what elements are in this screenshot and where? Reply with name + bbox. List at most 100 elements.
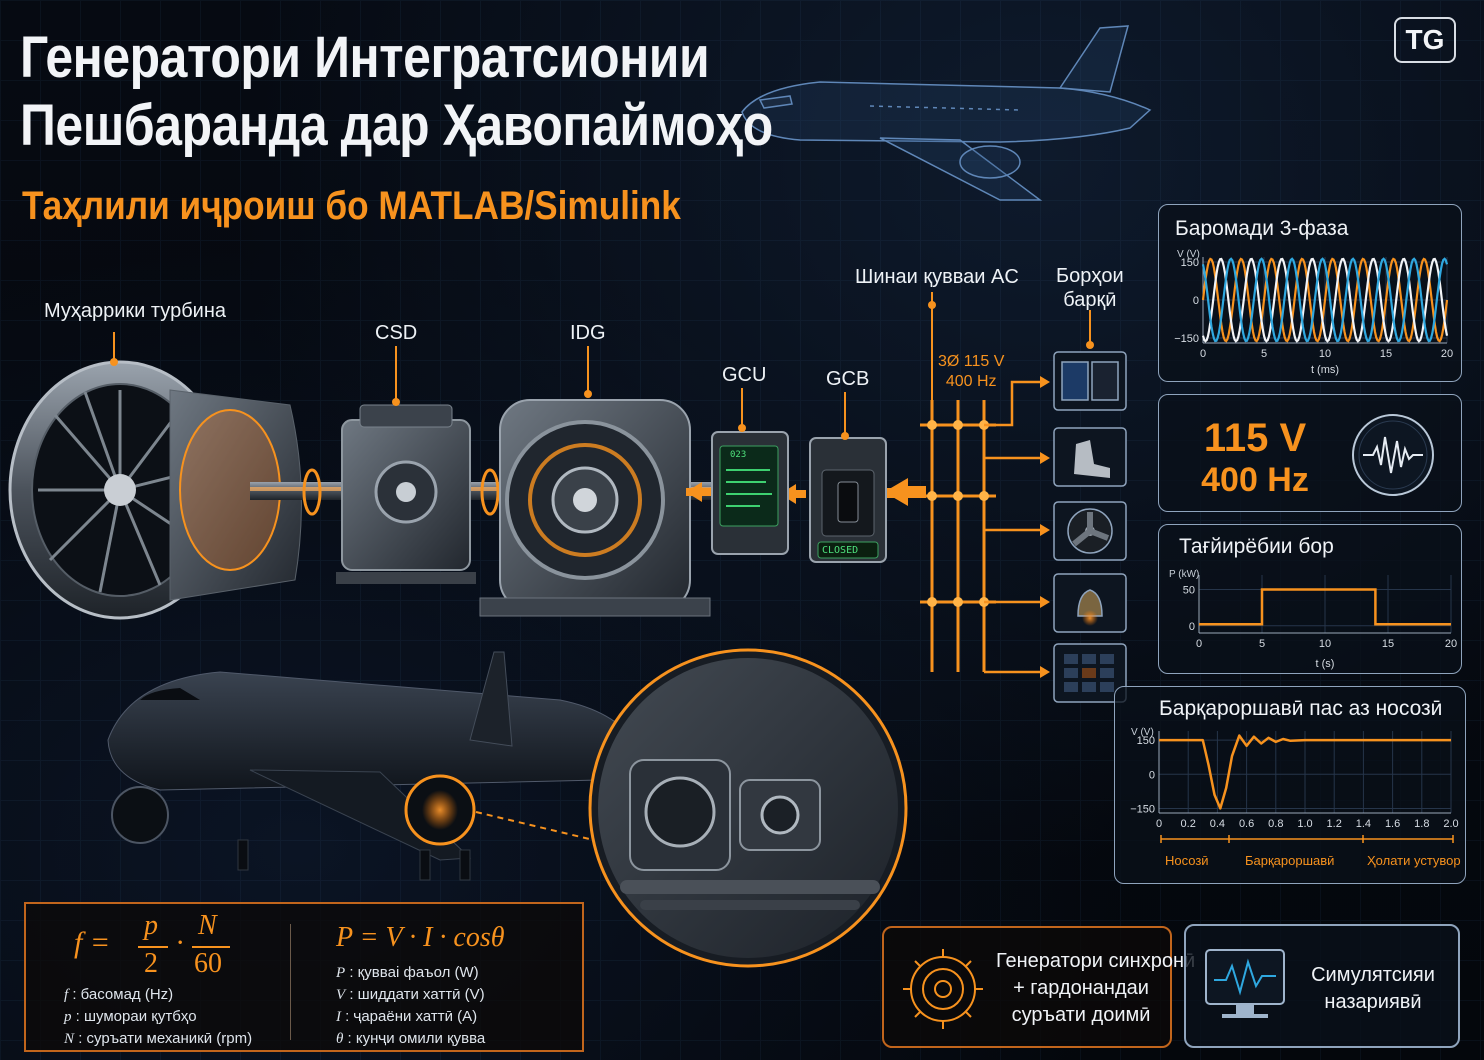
f-legend-p: p : шумораи қутбҳо — [64, 1008, 197, 1026]
y-tick-label: −150 — [1130, 803, 1155, 815]
x-tick-label: 0 — [1156, 818, 1162, 830]
p-legend-P: P : қуввai фаъол (W) — [336, 964, 479, 982]
load-branches — [984, 380, 1040, 674]
x-tick-label: 1.2 — [1327, 818, 1342, 830]
loads-label-line-2: барқӣ — [1063, 289, 1117, 311]
y-tick-label: −150 — [1174, 333, 1199, 345]
fraction-bar-2 — [192, 946, 230, 948]
sync-generator-text: Генератори синхронӣ + гардонандаи суръат… — [996, 948, 1196, 1029]
p-legend-theta-sym: θ — [336, 1031, 344, 1047]
p-legend-V-text: : шиддати хаттӣ (V) — [349, 986, 485, 1003]
phase-series-2 — [1201, 257, 1449, 343]
waveform-icon — [1352, 414, 1434, 496]
rating-values: 115 V 400 Hz — [1185, 417, 1325, 501]
x-tick-label: 10 — [1319, 638, 1331, 650]
f-legend-f-text: : басомад (Hz) — [72, 986, 174, 1003]
sim-line-2: назариявӣ — [1324, 991, 1422, 1013]
airplane-photo — [107, 651, 641, 881]
phase-series-3 — [1201, 257, 1449, 343]
gcu-unit — [711, 431, 789, 555]
gcu-display: 023 — [730, 450, 747, 460]
x-tick-label: 20 — [1441, 348, 1453, 360]
recovery-series — [1159, 734, 1451, 810]
bus-spec: 3Ø 115 V 400 Hz — [938, 352, 1004, 392]
sim-line-1: Симулятсияи — [1311, 964, 1435, 986]
ac-bus-label: Шинаи қувваи AC — [855, 266, 1019, 288]
formula-panel: f = p 2 · N 60 f : басомад (Hz) p : шумо… — [24, 902, 584, 1052]
x-tick-label: 0 — [1196, 638, 1202, 650]
rating-frequency: 400 Hz — [1201, 461, 1309, 499]
f-formula-lhs: f = — [74, 926, 111, 959]
x-axis-unit: t (ms) — [1311, 364, 1339, 376]
fraction-bar — [138, 946, 168, 948]
csd-label: CSD — [375, 322, 418, 344]
p-legend-P-sym: P — [336, 965, 346, 981]
formula-divider — [290, 924, 291, 1040]
y-axis-unit: V (V) — [1131, 727, 1154, 738]
f-formula-p: p — [144, 910, 158, 941]
x-tick-label: 0.6 — [1239, 818, 1254, 830]
page-title: Генератори Интегратсионии Пешбаранда дар… — [20, 24, 773, 160]
idg-label: IDG — [570, 322, 606, 344]
x-tick-label: 1.6 — [1385, 818, 1400, 830]
monitor-icon — [1205, 949, 1285, 1018]
idg-generator — [479, 399, 711, 617]
p-legend-I: I : ҷараёни хаттӣ (A) — [336, 1008, 477, 1026]
simulation-box: Симулятсияи назариявӣ — [1184, 924, 1460, 1048]
p-legend-V-sym: V — [336, 987, 346, 1003]
bus-spec-frequency: 400 Hz — [945, 373, 997, 390]
engine-zoom-view — [588, 648, 908, 968]
p-legend-theta-text: : кунҷи омили қувва — [347, 1030, 486, 1047]
segment-steady-state: Ҳолати устувор — [1367, 853, 1461, 868]
y-tick-label: 0 — [1149, 769, 1155, 781]
leader-lines — [113, 292, 1091, 436]
simulation-text: Симулятсияи назариявӣ — [1298, 962, 1448, 1016]
sync-line-2: + гардонандаи — [1013, 977, 1149, 999]
f-formula-N: N — [198, 910, 217, 941]
x-tick-label: 15 — [1380, 348, 1392, 360]
p-formula: P = V · I · cosθ — [336, 922, 505, 953]
x-tick-label: 10 — [1319, 348, 1331, 360]
wireframe-airplane — [741, 25, 1152, 201]
x-tick-label: 1.4 — [1356, 818, 1371, 830]
turbine-engine — [8, 360, 302, 620]
x-tick-label: 20 — [1445, 638, 1457, 650]
y-tick-label: 0 — [1189, 621, 1195, 633]
csd-unit — [336, 404, 476, 584]
x-tick-label: 0.8 — [1268, 818, 1283, 830]
p-legend-P-text: : қуввai фаъол (W) — [349, 964, 479, 981]
x-tick-label: 0 — [1200, 348, 1206, 360]
x-tick-label: 0.2 — [1181, 818, 1196, 830]
recovery-title: Барқароршавӣ пас аз носозӣ — [1159, 697, 1443, 720]
x-tick-label: 1.8 — [1414, 818, 1429, 830]
page-subtitle: Таҳлили иҷроиш бо MATLAB/Simulink — [22, 184, 681, 228]
y-axis-unit: V (V) — [1177, 249, 1200, 260]
gcb-status: CLOSED — [822, 545, 859, 556]
segment-fault: Носозӣ — [1165, 853, 1209, 868]
f-legend-N-sym: N — [64, 1031, 75, 1047]
sync-generator-box: Генератори синхронӣ + гардонандаи суръат… — [882, 926, 1196, 1048]
y-tick-label: 150 — [1181, 257, 1199, 269]
y-tick-label: 150 — [1137, 735, 1155, 747]
turbine-label: Муҳаррики турбина — [44, 300, 226, 322]
loads-label: Борҳои барқӣ — [1056, 264, 1124, 312]
f-formula-2: 2 — [144, 948, 158, 979]
f-legend-f: f : басомад (Hz) — [64, 986, 173, 1004]
sync-line-1: Генератори синхронӣ — [996, 950, 1196, 972]
x-tick-label: 5 — [1259, 638, 1265, 650]
p-legend-I-text: : ҷараёни хаттӣ (A) — [345, 1008, 478, 1025]
rating-voltage: 115 V — [1203, 416, 1307, 460]
three-phase-title: Баромади 3-фаза — [1175, 217, 1349, 240]
f-formula-dot: · — [176, 926, 184, 959]
loads-label-line-1: Борҳои — [1056, 265, 1124, 287]
y-tick-label: 50 — [1183, 585, 1195, 597]
tg-badge: TG — [1394, 17, 1456, 63]
f-legend-f-sym: f — [64, 987, 69, 1003]
gcb-breaker — [809, 437, 887, 563]
load-change-title: Тағйирёбии бор — [1179, 535, 1334, 558]
